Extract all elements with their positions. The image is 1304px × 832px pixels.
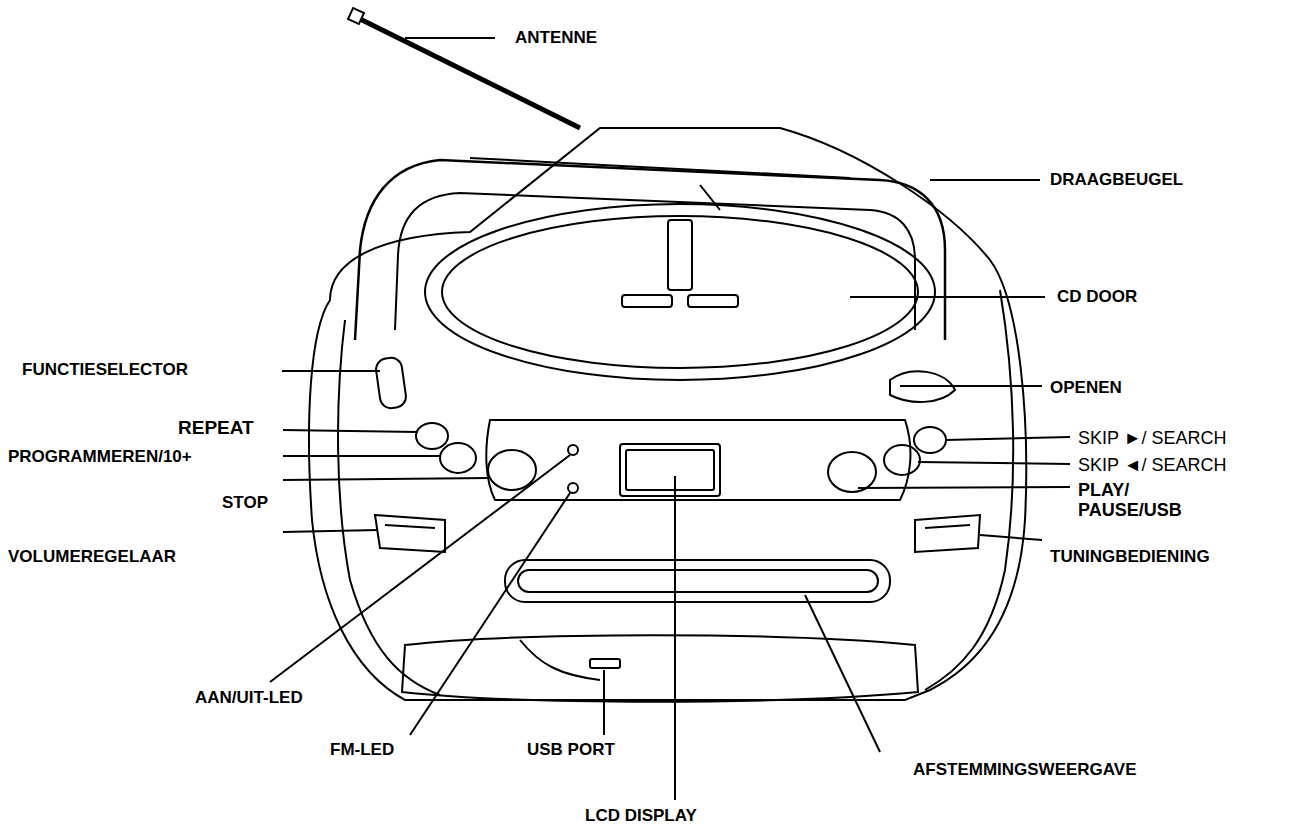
part-label: REPEAT — [178, 418, 254, 438]
part-label: AAN/UIT-LED — [195, 688, 303, 708]
part-label: DRAAGBEUGEL — [1050, 170, 1183, 190]
part-label: PLAY/ PAUSE/USB — [1078, 480, 1188, 520]
part-label: VOLUMEREGELAAR — [8, 547, 176, 567]
part-label: TUNINGBEDIENING — [1050, 547, 1210, 567]
part-label: SKIP ◄/ SEARCH — [1078, 455, 1227, 475]
part-label: ANTENNE — [515, 28, 597, 48]
part-label: STOP — [222, 493, 268, 513]
part-label: AFSTEMMINGSWEERGAVE — [913, 760, 1137, 780]
part-label: SKIP ►/ SEARCH — [1078, 428, 1227, 448]
part-label: CD DOOR — [1057, 287, 1137, 307]
part-label: PROGRAMMEREN/10+ — [8, 447, 192, 467]
part-label: FUNCTIESELECTOR — [22, 360, 188, 380]
part-label: FM-LED — [330, 740, 394, 760]
part-label: LCD DISPLAY — [585, 806, 697, 826]
part-label: USB PORT — [527, 740, 615, 760]
part-label: OPENEN — [1050, 378, 1122, 398]
